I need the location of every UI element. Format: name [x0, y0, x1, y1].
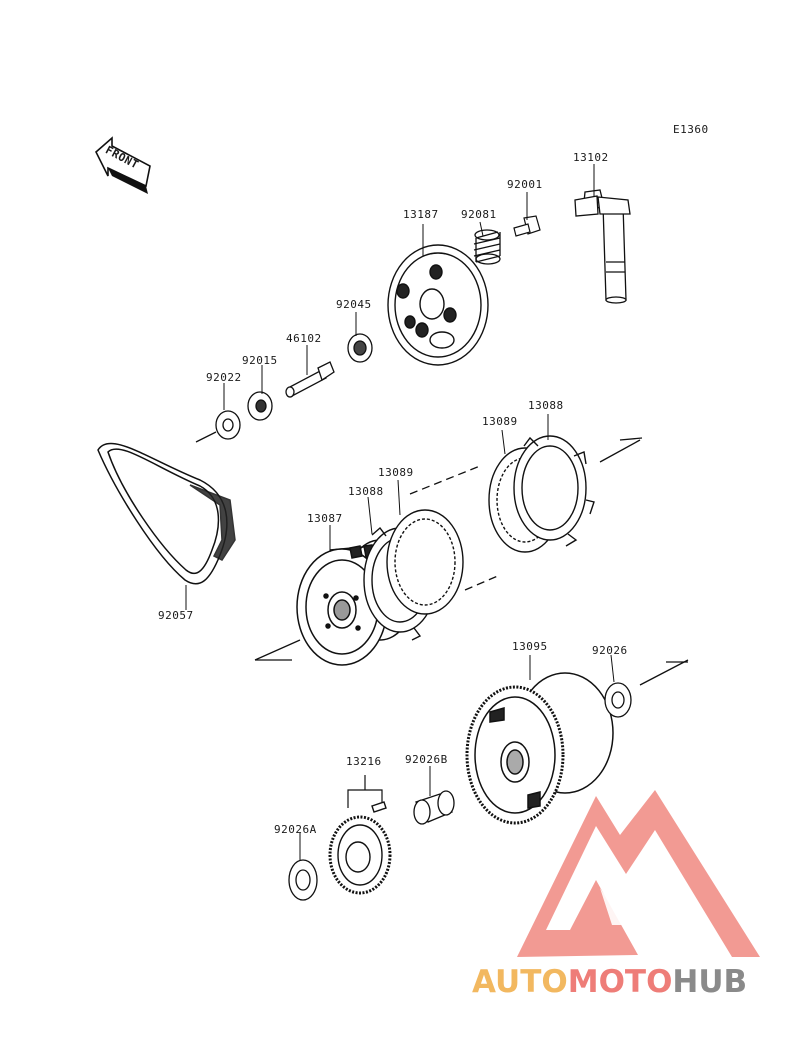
label-92022: 92022	[206, 371, 242, 384]
label-13089-upper: 13089	[482, 415, 518, 428]
release-shaft-13102	[574, 189, 631, 304]
gear-13216	[328, 801, 392, 895]
label-13095: 13095	[512, 640, 548, 653]
washer-92022	[215, 410, 241, 440]
label-13089: 13089	[378, 466, 414, 479]
washer-92026	[604, 682, 632, 718]
front-arrow-icon	[95, 136, 151, 194]
belt-92057	[97, 442, 236, 585]
washer-92026A	[288, 859, 318, 901]
label-13087: 13087	[307, 512, 343, 525]
steel-plate-13089	[386, 509, 464, 615]
label-92015: 92015	[242, 354, 278, 367]
spring-92081	[473, 229, 501, 265]
label-13088-upper: 13088	[528, 399, 564, 412]
label-13102: 13102	[573, 151, 609, 164]
bracket-13216	[347, 775, 383, 808]
label-13187: 13187	[403, 208, 439, 221]
automotohub-logo-icon	[517, 790, 760, 957]
leader-lines	[185, 164, 615, 860]
assembly-axis-lines	[195, 431, 689, 686]
label-92026B: 92026B	[405, 753, 448, 766]
label-92045: 92045	[336, 298, 372, 311]
label-92026A: 92026A	[274, 823, 317, 836]
label-46102: 46102	[286, 332, 322, 345]
clutch-housing-13095	[465, 672, 614, 825]
label-92001: 92001	[507, 178, 543, 191]
brand-hub: HUB	[672, 964, 748, 1000]
label-92057: 92057	[158, 609, 194, 622]
label-92026: 92026	[592, 644, 628, 657]
label-13088: 13088	[348, 485, 384, 498]
pressure-plate-13187	[387, 244, 489, 366]
sleeve-92026B	[413, 790, 455, 825]
label-92081: 92081	[461, 208, 497, 221]
push-rod-46102	[285, 361, 335, 398]
nut-92015	[247, 391, 273, 421]
friction-plate-13088-upper	[513, 435, 595, 547]
brand-auto: AUTO	[472, 964, 568, 1000]
bearing-92045	[347, 333, 373, 363]
diagram-code: E1360	[673, 123, 709, 136]
watermark-brand: AUTOMOTOHUB	[472, 964, 747, 1000]
label-13216: 13216	[346, 755, 382, 768]
screw-92001	[513, 215, 541, 237]
brand-moto: MOTO	[567, 964, 673, 1000]
